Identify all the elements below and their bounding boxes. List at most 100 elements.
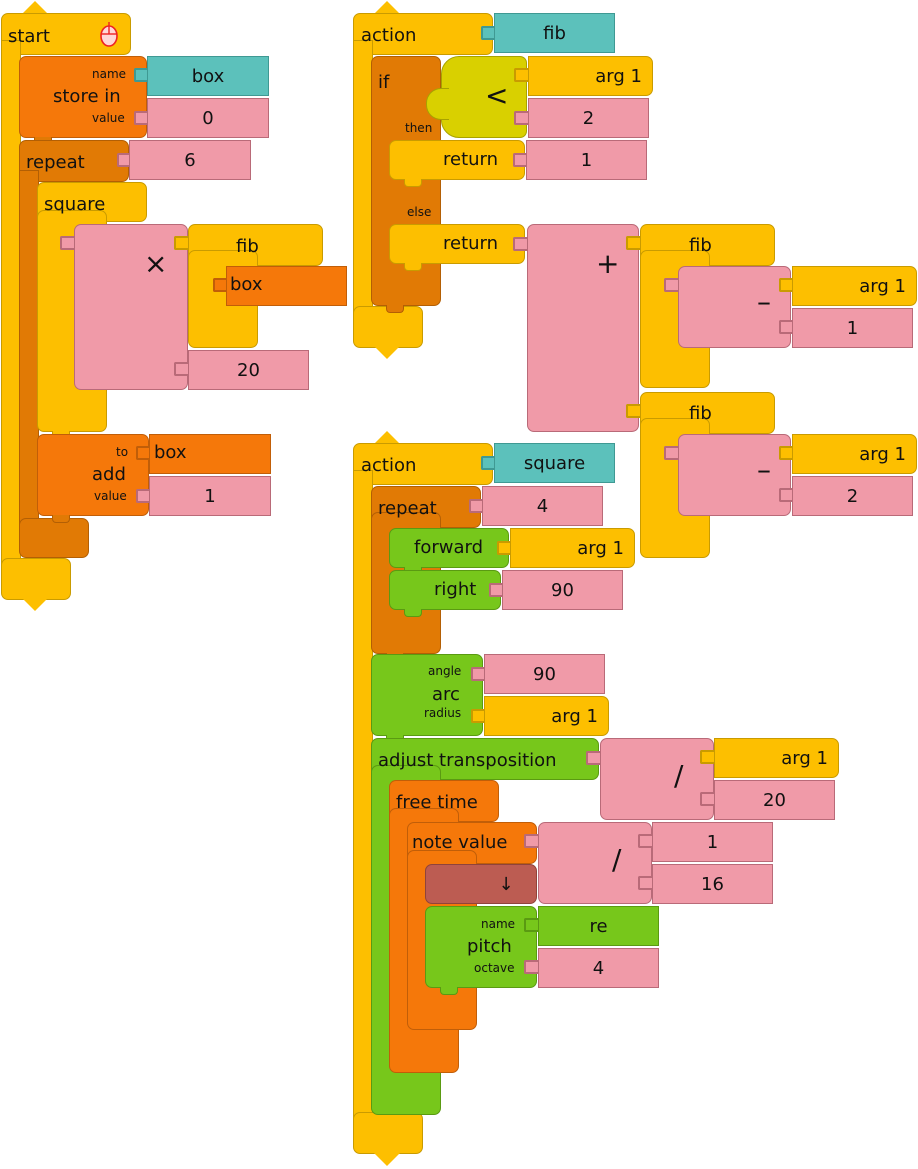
start-bottom-notch <box>22 598 48 611</box>
note-numerator[interactable]: 1 <box>652 822 773 862</box>
less-than-top-socket <box>514 68 528 82</box>
repeat-clamp-arm <box>19 170 39 550</box>
down-arrow-block[interactable]: ↓ <box>425 864 537 904</box>
fib-action-name[interactable]: fib <box>494 13 615 53</box>
store-in-value-number[interactable]: 0 <box>147 98 269 138</box>
minus-one-body[interactable] <box>678 266 791 348</box>
minus-one-socket <box>664 278 678 292</box>
pitch-name-label: name <box>481 917 516 931</box>
right-body[interactable] <box>389 570 501 610</box>
pitch-octave-value[interactable]: 4 <box>538 948 659 988</box>
add-to-box[interactable] <box>149 434 271 474</box>
repeat-four-count[interactable]: 4 <box>482 486 603 526</box>
minus-two-arg[interactable]: arg 1 <box>792 434 917 474</box>
arc-angle-value[interactable]: 90 <box>484 654 605 694</box>
fib-recursive-one-label: fib <box>689 235 712 256</box>
add-body[interactable] <box>37 434 149 516</box>
fib-action-bottom-notch <box>374 346 400 359</box>
pitch-name-value[interactable]: re <box>538 906 659 946</box>
note-divide-operator: / <box>612 843 622 876</box>
pitch-body[interactable] <box>425 906 537 988</box>
if-else-tab <box>386 305 404 313</box>
square-action-label: action <box>361 455 417 476</box>
pitch-octave-socket <box>524 960 538 974</box>
right-value[interactable]: 90 <box>502 570 623 610</box>
arc-radius-socket <box>471 709 485 723</box>
repeat-label: repeat <box>26 152 85 173</box>
else-label: else <box>407 205 432 219</box>
note-divide-body[interactable] <box>538 822 652 904</box>
pitch-tab <box>440 987 458 995</box>
return-sum-body[interactable] <box>389 224 525 264</box>
store-in-value-socket <box>134 111 148 125</box>
square-action-header[interactable] <box>353 443 493 485</box>
repeat-four-socket <box>469 499 483 513</box>
repeat-four-label: repeat <box>378 498 437 519</box>
pitch-octave-label: octave <box>474 961 515 975</box>
less-than-nub <box>426 88 449 120</box>
minus-one-arg[interactable]: arg 1 <box>792 266 917 306</box>
right-label: right <box>434 579 477 600</box>
box-ref-label: box <box>230 274 263 295</box>
multiply-operator: × <box>144 247 168 280</box>
add-to-label: to <box>116 445 129 459</box>
less-than-arg[interactable]: arg 1 <box>528 56 653 96</box>
less-than-value[interactable]: 2 <box>528 98 649 138</box>
start-top-notch <box>22 1 48 14</box>
note-denominator[interactable]: 16 <box>652 864 773 904</box>
minus-two-value[interactable]: 2 <box>792 476 913 516</box>
square-call-label: square <box>44 194 106 215</box>
return-sum-socket <box>513 237 527 251</box>
return-one-tab <box>404 179 422 187</box>
minus-two-socket <box>664 446 678 460</box>
multiply-value-20[interactable]: 20 <box>188 350 309 390</box>
store-in-value-label: value <box>92 111 125 125</box>
store-in-name-label: name <box>92 67 127 81</box>
repeat-count-socket <box>117 153 131 167</box>
square-action-name-socket <box>481 456 495 470</box>
adjust-transposition-socket <box>586 751 600 765</box>
fib-call-socket <box>213 278 227 292</box>
store-in-name-value[interactable]: box <box>147 56 269 96</box>
plus-body[interactable] <box>527 224 639 432</box>
return-one-socket <box>513 153 527 167</box>
divide-body[interactable] <box>600 738 714 820</box>
fib-call-label: fib <box>236 236 259 257</box>
return-one-value[interactable]: 1 <box>526 140 647 180</box>
note-value-label: note value <box>412 832 508 853</box>
less-than-bottom-socket <box>514 111 528 125</box>
store-in-label: store in <box>53 86 121 107</box>
minus-one-value[interactable]: 1 <box>792 308 913 348</box>
repeat-count[interactable]: 6 <box>129 140 251 180</box>
fib-action-clamp-arm <box>353 40 373 330</box>
square-action-bottom-notch <box>374 1153 400 1166</box>
fib-action-header[interactable] <box>353 13 493 55</box>
box-ref-block[interactable] <box>226 266 347 306</box>
fib-action-top-notch <box>374 1 400 14</box>
forward-arg[interactable]: arg 1 <box>510 528 635 568</box>
minus-two-top-socket <box>779 446 793 460</box>
minus-one-operator: – <box>757 285 771 318</box>
free-time-label: free time <box>396 792 478 813</box>
divide-value[interactable]: 20 <box>714 780 835 820</box>
divide-arg[interactable]: arg 1 <box>714 738 839 778</box>
multiply-body[interactable] <box>74 224 188 390</box>
add-tab <box>52 515 70 523</box>
add-value-socket <box>136 489 150 503</box>
then-label: then <box>405 121 433 135</box>
divide-operator: / <box>674 759 684 792</box>
square-action-name[interactable]: square <box>494 443 615 483</box>
minus-two-operator: – <box>757 453 771 486</box>
return-one-body[interactable] <box>389 140 525 180</box>
adjust-transposition-label: adjust transposition <box>378 750 557 771</box>
minus-two-body[interactable] <box>678 434 791 516</box>
return-one-label: return <box>443 149 499 170</box>
arc-radius-arg[interactable]: arg 1 <box>484 696 609 736</box>
forward-socket <box>497 541 511 555</box>
add-value-number[interactable]: 1 <box>149 476 271 516</box>
arc-body[interactable] <box>371 654 483 736</box>
forward-body[interactable] <box>389 528 509 568</box>
divide-top-socket <box>700 750 714 764</box>
divide-bottom-socket <box>700 792 714 806</box>
store-in-body[interactable] <box>19 56 147 138</box>
